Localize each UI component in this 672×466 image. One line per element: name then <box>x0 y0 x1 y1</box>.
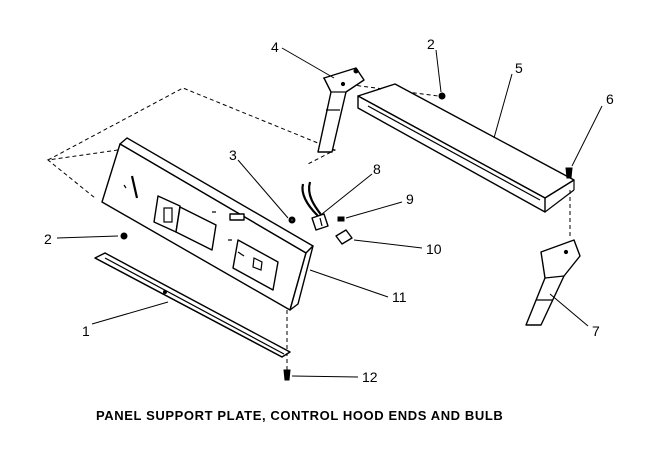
callout-3: 3 <box>229 147 237 163</box>
callout-12: 12 <box>362 369 378 385</box>
bulb-socket <box>301 181 329 231</box>
callout-10: 10 <box>426 241 442 257</box>
control-hood <box>357 83 575 213</box>
diagram-caption: PANEL SUPPORT PLATE, CONTROL HOOD ENDS A… <box>96 408 503 423</box>
callout-1: 1 <box>82 323 90 339</box>
callout-2-left: 2 <box>44 231 52 247</box>
fasteners <box>120 92 573 381</box>
panel-support-plate <box>101 137 314 311</box>
assembly-dashed-lines <box>46 77 571 370</box>
bulb <box>335 229 353 245</box>
callout-8: 8 <box>373 161 381 177</box>
callout-7: 7 <box>592 323 600 339</box>
right-hood-end <box>525 239 581 326</box>
callout-5: 5 <box>515 60 523 76</box>
callout-11: 11 <box>392 289 407 305</box>
callout-leaders <box>56 47 603 378</box>
callout-9: 9 <box>406 191 414 207</box>
callout-6: 6 <box>606 91 614 107</box>
panel-support-strip <box>94 252 291 358</box>
callout-4: 4 <box>271 39 279 55</box>
left-hood-end <box>317 67 365 153</box>
callout-2-top: 2 <box>427 36 435 52</box>
